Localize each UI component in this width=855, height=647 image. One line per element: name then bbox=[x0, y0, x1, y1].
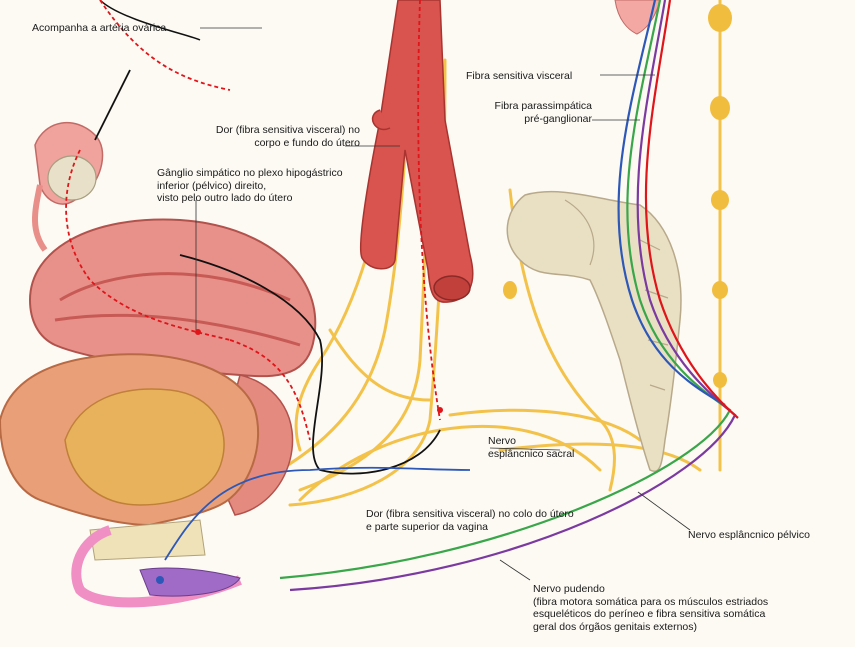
label-line: visto pelo outro lado do útero bbox=[157, 192, 293, 204]
cervical-visceral-blue-fiber bbox=[164, 466, 471, 561]
visceral-sensory-black-fibers bbox=[94, 69, 441, 475]
ovary-and-tube bbox=[32, 121, 104, 252]
label-ovarian-artery: Acompanha a artéria ovárica bbox=[32, 22, 167, 34]
label-line: geral dos órgãos genitais externos) bbox=[533, 620, 698, 633]
sacrum-bone bbox=[506, 190, 682, 472]
label-line: Fibra parassimpática bbox=[494, 100, 592, 112]
label-line: esqueléticos do períneo e fibra sensitiv… bbox=[533, 608, 766, 620]
label-line: corpo e fundo do útero bbox=[254, 136, 360, 149]
external-genitalia bbox=[71, 519, 242, 608]
label-line: (fibra motora somática para os músculos … bbox=[533, 595, 769, 608]
label-line: Dor (fibra sensitiva visceral) no colo d… bbox=[366, 508, 574, 520]
uterus bbox=[28, 218, 317, 378]
label-pelvic-splanchnic-nerve: Nervo esplâncnico pélvico bbox=[688, 529, 810, 541]
label-pain-cervix: Dor (fibra sensitiva visceral) no colo d… bbox=[366, 508, 574, 533]
label-line: Nervo bbox=[488, 435, 517, 447]
nerve-junction-dot bbox=[156, 576, 164, 584]
label-pudendal-nerve: Nervo pudendo (fibra motora somática par… bbox=[533, 583, 768, 633]
label-sympathetic-ganglion: Gânglio simpático no plexo hipogástrico … bbox=[157, 167, 343, 205]
label-line: Nervo pudendo bbox=[533, 583, 605, 595]
label-line: esplâncnico sacral bbox=[488, 447, 575, 460]
sympathetic-fibers bbox=[65, 0, 441, 441]
label-line: pré-ganglionar bbox=[524, 112, 592, 125]
label-line: e parte superior da vagina bbox=[366, 520, 488, 533]
ganglion-dot bbox=[195, 329, 201, 335]
label-parasympathetic-preganglionic: Fibra parassimpática pré-ganglionar bbox=[470, 100, 592, 125]
label-line: inferior (pélvico) direito, bbox=[157, 179, 267, 192]
leader-lines bbox=[195, 27, 691, 581]
bladder bbox=[0, 353, 260, 527]
label-sacral-splanchnic-nerve: Nervo esplâncnico sacral bbox=[488, 435, 574, 460]
spinal-cord-segment bbox=[614, 0, 661, 35]
splanchnic-dot bbox=[437, 407, 443, 413]
label-visceral-sensory-fiber: Fibra sensitiva visceral bbox=[466, 70, 573, 82]
iliac-artery bbox=[359, 0, 474, 303]
sympathetic-trunk-ganglia bbox=[402, 4, 732, 388]
label-line: Gânglio simpático no plexo hipogástrico bbox=[157, 167, 343, 179]
label-pain-uterus-body: Dor (fibra sensitiva visceral) no corpo … bbox=[155, 124, 360, 149]
label-line: Dor (fibra sensitiva visceral) no bbox=[215, 124, 360, 136]
fiber-pathways bbox=[99, 0, 739, 592]
